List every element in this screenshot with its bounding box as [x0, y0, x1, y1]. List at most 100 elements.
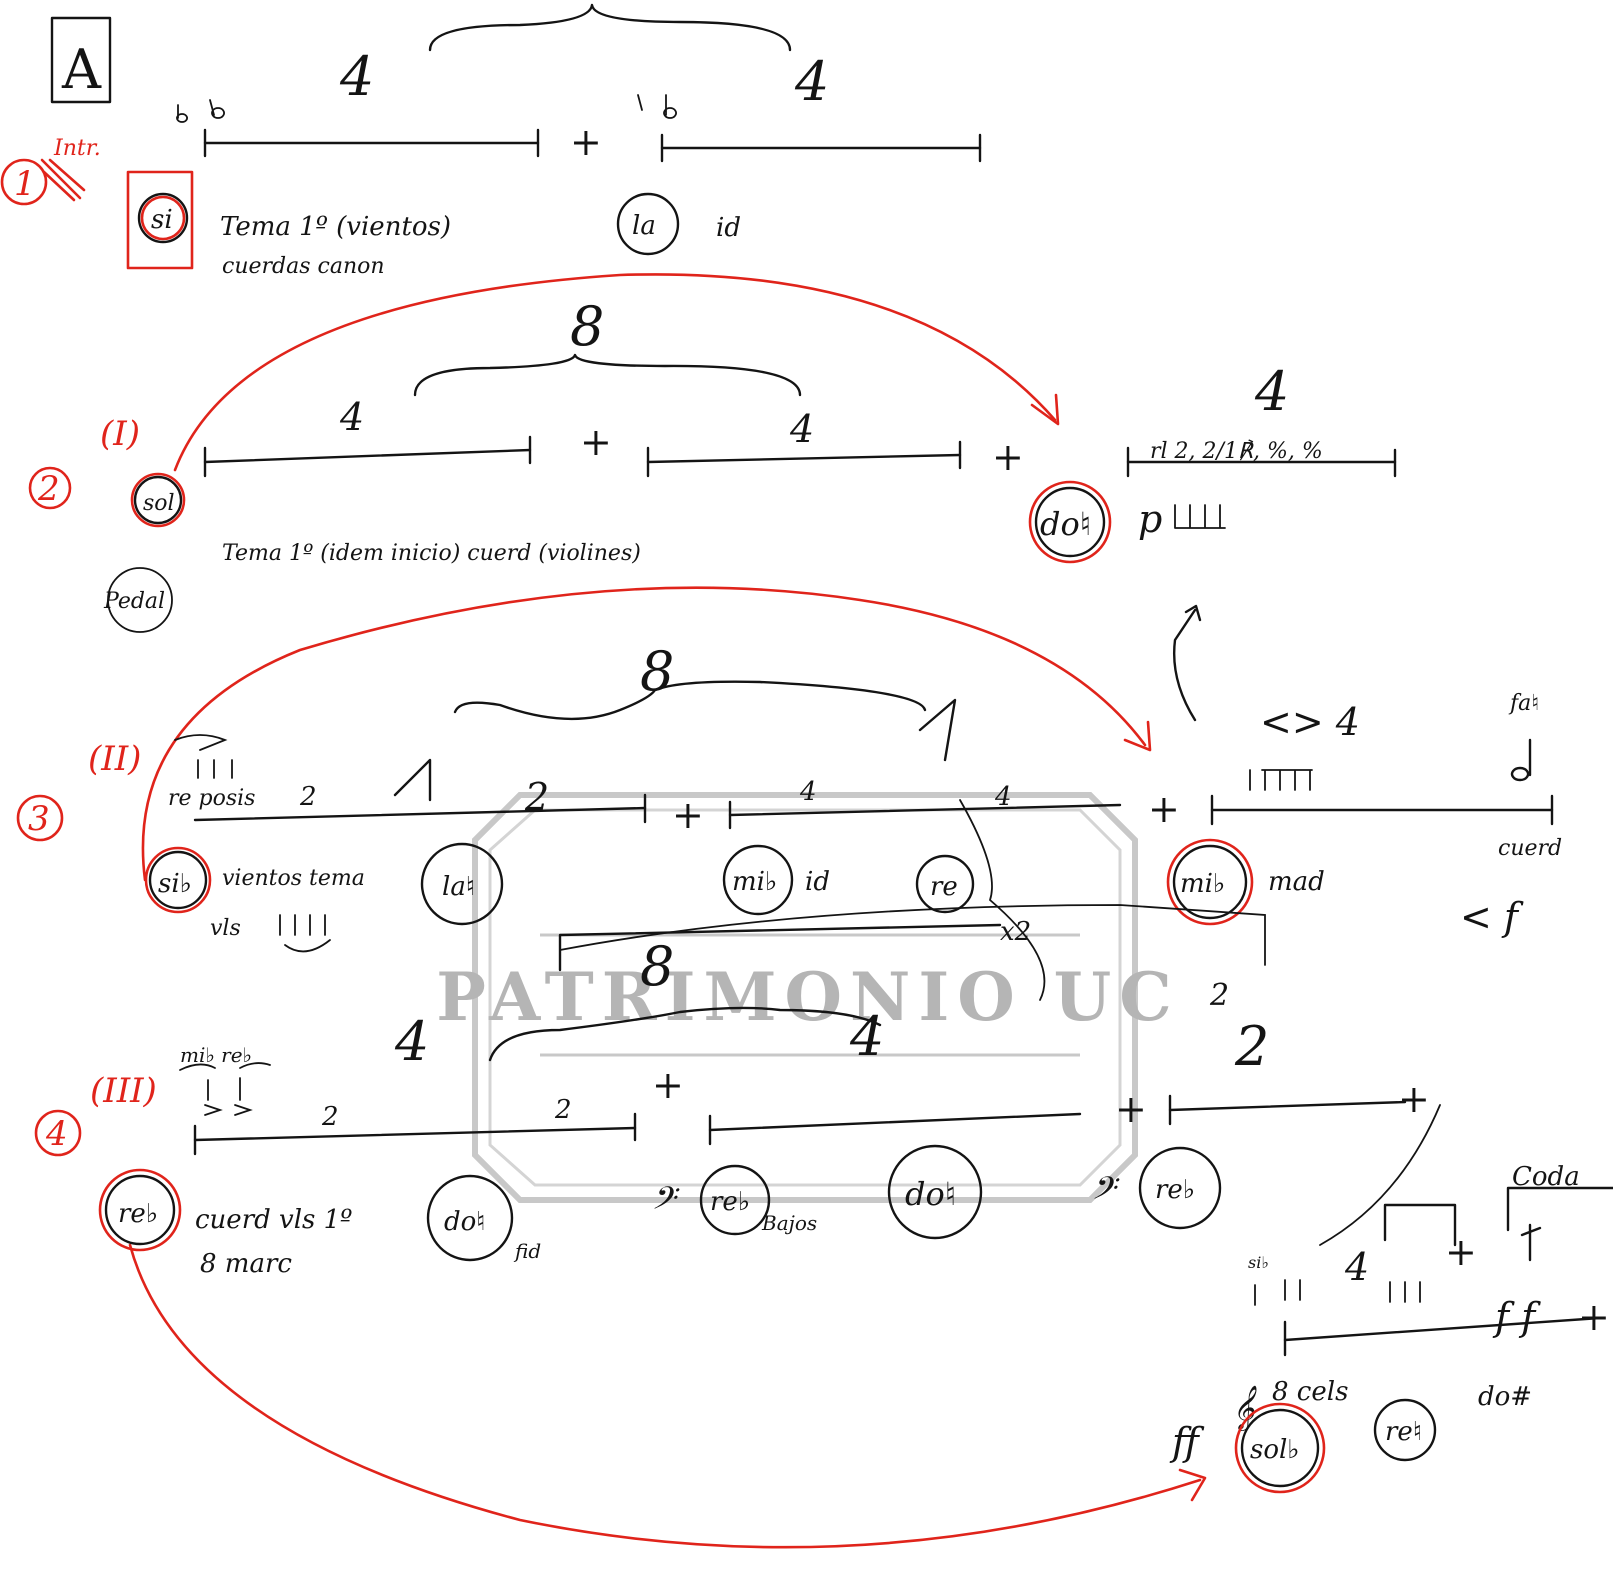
key-circle [722, 844, 794, 916]
row-4-note-11: f f [1492, 1295, 1541, 1339]
watermark: PATRIMONIO UC [436, 792, 1180, 1203]
row-3-note-4: id [805, 867, 830, 897]
key-circle [616, 192, 680, 256]
key-circle [1373, 1398, 1437, 1462]
row-3-note-10: x2 [1000, 917, 1031, 947]
row-3-timeline-b [728, 803, 1122, 817]
row-2-timeline-a [203, 448, 532, 464]
row-3-key-1: si♭ [158, 869, 192, 899]
quarter-note-icon [637, 94, 677, 119]
plus-icon: + [1115, 1087, 1147, 1131]
row-2-note-3: rl 2, 2/1℟, %, % [1150, 439, 1323, 464]
row-3-key-5: mi♭ [1180, 869, 1225, 899]
row-3-timeline-a [193, 806, 647, 822]
highlight-box [126, 170, 194, 270]
accent-notes-icon [204, 1077, 253, 1116]
plus-icon: + [570, 120, 602, 164]
key-circle [887, 1144, 983, 1240]
row-4-key-7: re♮ [1385, 1417, 1422, 1447]
connector-line [959, 799, 1046, 1001]
key-circle [144, 846, 212, 914]
row-3: 3 (II) 8 2 2 4 4 + + re posis si♭ la♮ mi… [16, 640, 1562, 1001]
rhythm-icon [279, 914, 331, 953]
row-1-brace [428, 3, 792, 52]
row-4-timeline-a [193, 1126, 637, 1142]
row-1-note-3: id [716, 213, 741, 243]
row-3-note-8: cuerd [1498, 836, 1562, 861]
key-circle [98, 1168, 182, 1252]
row-2-count-b: 4 [789, 407, 814, 451]
row-3-note-9: < f [1460, 895, 1524, 939]
row-2-roman: (I) [100, 414, 140, 454]
intro-mark: Intr. [53, 136, 101, 161]
scribble-mark [40, 158, 86, 202]
coda-timeline [1283, 1316, 1602, 1342]
coda-bracket [1506, 1186, 1613, 1232]
key-circle [699, 1164, 771, 1236]
row-4-brace [488, 1006, 882, 1062]
row-4-group-count: 8 [640, 935, 674, 998]
row-4-note-4: fid [513, 1239, 541, 1263]
row-3-note-2: vientos tema [222, 866, 365, 891]
row-4-count-d: 2 [554, 1095, 572, 1125]
row-1-key-2: la [632, 211, 656, 241]
rhythm-icon [1254, 1279, 1421, 1306]
row-2-note-4: p [1138, 497, 1162, 541]
row-1-note-1: Tema 1º (vientos) [220, 212, 451, 242]
row-2-timeline-b [646, 453, 962, 464]
row-1-note-2: cuerdas canon [222, 254, 385, 279]
tie-mark [179, 1062, 271, 1071]
red-arrow [141, 586, 1147, 882]
row-4-count-a: 4 [394, 1010, 429, 1073]
row-2-note-2: Pedal [103, 589, 165, 614]
rhythm-icon [1249, 769, 1313, 791]
crescendo-mark [393, 698, 957, 802]
key-circle [130, 472, 186, 528]
bracket-mark [1383, 1203, 1457, 1247]
row-3-brace [453, 680, 927, 721]
row-4-note-3: 8 marc [200, 1249, 292, 1279]
row-4-roman: (III) [90, 1071, 157, 1111]
row-4-note-10: ff [1169, 1420, 1205, 1464]
row-4-key-6: sol♭ [1250, 1435, 1300, 1465]
plus-icon: + [1148, 787, 1180, 831]
row-3-note-7: fa♮ [1508, 691, 1539, 716]
fermata-icon [1520, 1223, 1542, 1262]
row-1: 1 Intr. 4 4 + si la Tema 1º (vientos) cu… [0, 3, 982, 279]
plus-icon: + [1578, 1295, 1610, 1339]
row-4-count-b: 4 [849, 1005, 884, 1068]
row-3-count-d: 4 [994, 782, 1012, 812]
key-circle [1138, 1146, 1222, 1230]
connector-line [1319, 1104, 1441, 1246]
watermark-text: PATRIMONIO UC [436, 958, 1180, 1036]
plus-icon: + [580, 420, 612, 464]
row-3-key-3: mi♭ [732, 867, 777, 897]
row-4-count-e: 2 [1234, 1015, 1269, 1078]
row-1-count-b: 4 [794, 50, 829, 113]
plus-icon: + [672, 793, 704, 837]
row-2-number: 2 [37, 469, 60, 509]
accent-notes-icon [174, 734, 233, 779]
row-4-key-5: re♭ [1155, 1175, 1195, 1205]
row-2-key-2: do♮ [1040, 505, 1091, 543]
row-4-count-c: 2 [321, 1102, 339, 1132]
key-circle [1166, 838, 1254, 926]
row-3-key-4: re [930, 872, 958, 902]
row-4-note-2: cuerd vls 1º [195, 1205, 352, 1235]
row-2-count-a: 4 [339, 395, 364, 439]
row-4-key-1: re♭ [118, 1199, 158, 1229]
row-3-count-a: 2 [299, 782, 317, 812]
row-3-group-count: 8 [640, 640, 674, 703]
row-2: 2 (I) 8 4 4 4 + + rl 2, 2/1℟, %, % sol d… [28, 295, 1397, 722]
row-1-number: 1 [14, 164, 36, 204]
pedal-circle [107, 567, 173, 633]
key-circle [1234, 1402, 1326, 1494]
row-4-key-4: do♮ [905, 1175, 956, 1213]
connector-line [559, 904, 1266, 966]
row-4-note-5: Bajos [761, 1211, 817, 1235]
row-4-note-9: do# [1478, 1382, 1532, 1412]
row-2-brace [413, 353, 802, 397]
row-1-count-a: 4 [339, 45, 374, 108]
row-3-note-3: vls [210, 916, 241, 941]
row-4-key-3: re♭ [710, 1187, 750, 1217]
